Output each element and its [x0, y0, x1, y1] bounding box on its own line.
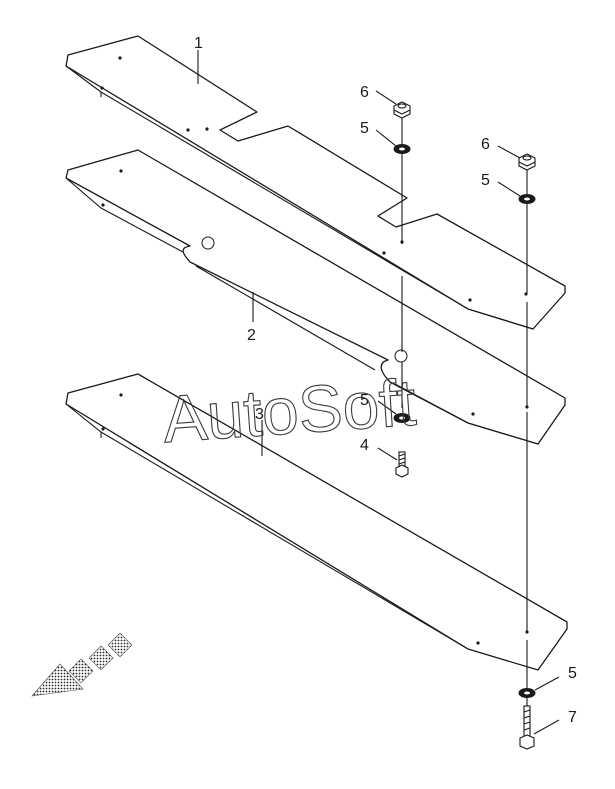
hex-nut-right — [518, 153, 536, 171]
washer-top-left — [393, 144, 411, 154]
front-direction-arrow-icon — [31, 632, 133, 697]
callout-plate-upper: 1 — [194, 35, 203, 52]
hex-nut-left — [393, 101, 411, 119]
fastener-axes — [401, 118, 528, 730]
callout-nut-right: 6 — [481, 136, 490, 153]
callout-washer-middle: 5 — [360, 392, 369, 409]
callout-washer-top-left: 5 — [360, 120, 369, 137]
callout-washer-bottom: 5 — [568, 665, 577, 682]
bolt-long — [519, 705, 535, 750]
callout-bolt-long: 7 — [568, 709, 577, 726]
plate-middle — [65, 149, 566, 445]
callout-nut-left: 6 — [360, 84, 369, 101]
washer-top-right — [518, 194, 536, 204]
plate-lower — [65, 373, 568, 671]
bolt-short — [395, 451, 409, 478]
watermark: AutoSoft — [160, 365, 418, 456]
callout-plate-middle: 2 — [247, 327, 256, 344]
leader-lines — [197, 50, 560, 735]
washer-bottom — [518, 688, 536, 698]
washer-middle — [393, 413, 411, 423]
callout-plate-lower: 3 — [255, 406, 264, 423]
callout-bolt-short: 4 — [360, 437, 369, 454]
callout-washer-top-right: 5 — [481, 172, 490, 189]
